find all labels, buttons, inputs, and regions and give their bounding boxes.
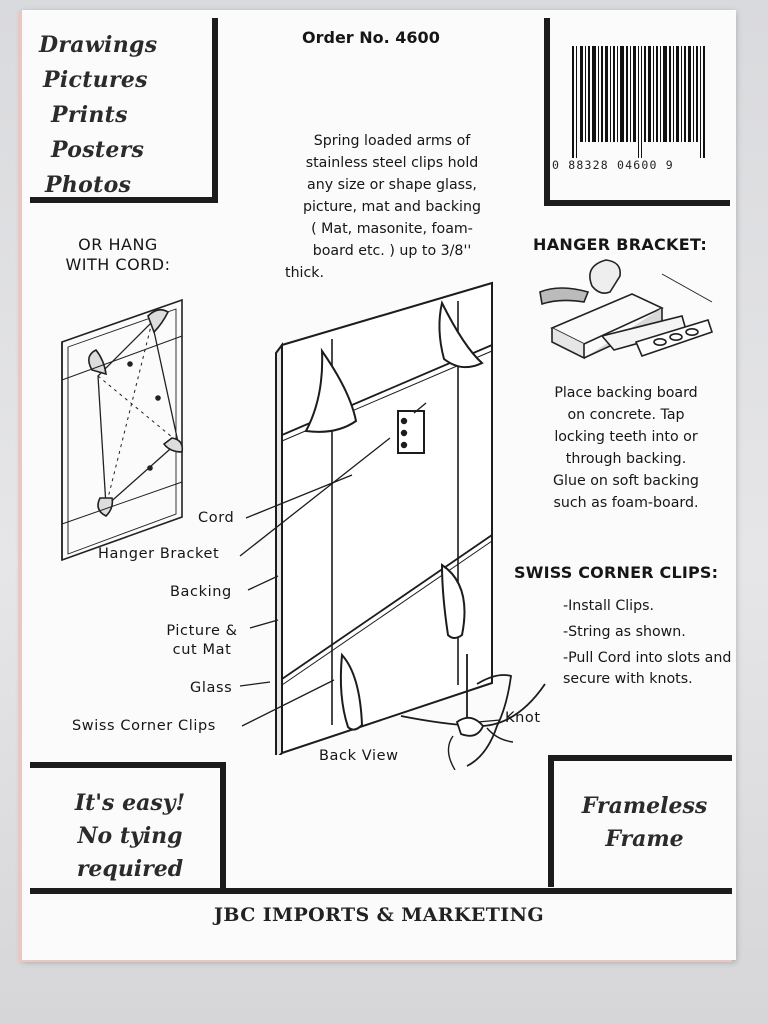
hang-cord-diagram (61, 298, 184, 562)
hanger-line: Glue on soft backing (553, 473, 699, 489)
swiss-step: -Install Clips. (563, 598, 655, 614)
hanger-line: Place backing board (554, 385, 698, 401)
back-view-diagram (275, 281, 493, 755)
hang-cord-line2: WITH CORD: (65, 255, 171, 274)
swiss-step: -String as shown. (563, 624, 686, 640)
barcode: 0 88328 04600 9 (552, 18, 732, 193)
frameless-box-border-top (548, 755, 732, 761)
hanger-line: through backing. (565, 451, 687, 467)
barcode-digits: 0 88328 04600 9 (552, 158, 674, 172)
barcode-bars-icon (572, 46, 705, 158)
frameless-line1: Frameless (581, 793, 708, 819)
swiss-step: -Pull Cord into slots and secure with kn… (563, 650, 732, 687)
hang-cord-line1: OR HANG (78, 235, 158, 254)
item-prints: Prints (51, 102, 128, 128)
easy-line3: required (76, 856, 184, 882)
frameless-frame-text: Frameless Frame (562, 790, 727, 856)
left-box-border-bottom (30, 197, 218, 203)
desc-line: ( Mat, masonite, foam- (311, 221, 473, 237)
easy-box-text: It's easy! No tying required (40, 787, 220, 886)
label-backing: Backing (170, 584, 232, 600)
easy-line1: It's easy! (74, 790, 186, 816)
desc-line: stainless steel clips hold (305, 155, 479, 171)
frameless-box-border-left (548, 755, 554, 887)
label-knot: Knot (505, 710, 541, 726)
hanger-line: locking teeth into or (554, 429, 698, 445)
label-swiss-corner-clips: Swiss Corner Clips (72, 718, 216, 734)
label-picture-line1: Picture & (166, 623, 238, 639)
item-drawings: Drawings (39, 32, 158, 58)
hanger-bracket-title: HANGER BRACKET: (533, 235, 708, 254)
desc-line: picture, mat and backing (302, 199, 481, 215)
hanger-line: such as foam-board. (553, 495, 699, 511)
easy-line2: No tying (77, 823, 183, 849)
easy-box-border-right (220, 762, 226, 894)
clip-description: Spring loaded arms of stainless steel cl… (275, 130, 509, 284)
label-cord: Cord (198, 510, 235, 526)
label-leader-lines (239, 437, 501, 727)
desc-line: thick. (285, 265, 325, 281)
label-picture-line2: cut Mat (172, 642, 232, 658)
item-photos: Photos (45, 172, 132, 198)
product-card: Drawings Pictures Prints Posters Photos … (22, 10, 736, 960)
footer-divider (30, 888, 732, 894)
desc-line: any size or shape glass, (307, 177, 477, 193)
label-glass: Glass (190, 680, 233, 696)
frameless-line2: Frame (605, 826, 684, 852)
label-back-view: Back View (319, 748, 399, 764)
swiss-corner-clips-title: SWISS CORNER CLIPS: (514, 563, 719, 582)
item-posters: Posters (51, 137, 145, 163)
knot-detail-diagram (400, 654, 546, 770)
order-number: Order No. 4600 (302, 28, 440, 47)
barcode-box-border-bottom (544, 200, 730, 206)
hang-with-cord-heading: OR HANG WITH CORD: (58, 235, 178, 275)
barcode-box-border-left (544, 18, 550, 206)
hanger-bracket-diagram (539, 259, 714, 360)
label-hanger-bracket: Hanger Bracket (98, 546, 220, 562)
item-pictures: Pictures (43, 67, 148, 93)
label-picture-cut-mat: Picture & cut Mat (159, 622, 245, 660)
desc-line: Spring loaded arms of (313, 133, 471, 149)
easy-box-border-top (30, 762, 226, 768)
company-name: JBC IMPORTS & MARKETING (214, 904, 544, 926)
desc-line: board etc. ) up to 3/8'' (312, 243, 472, 259)
swiss-steps-list: -Install Clips. -String as shown. -Pull … (563, 596, 738, 695)
hanger-line: on concrete. Tap (567, 407, 685, 423)
hanger-bracket-description: Place backing board on concrete. Tap loc… (518, 382, 734, 514)
items-list: Drawings Pictures Prints Posters Photos (37, 28, 217, 203)
left-box-border-right (212, 18, 218, 203)
